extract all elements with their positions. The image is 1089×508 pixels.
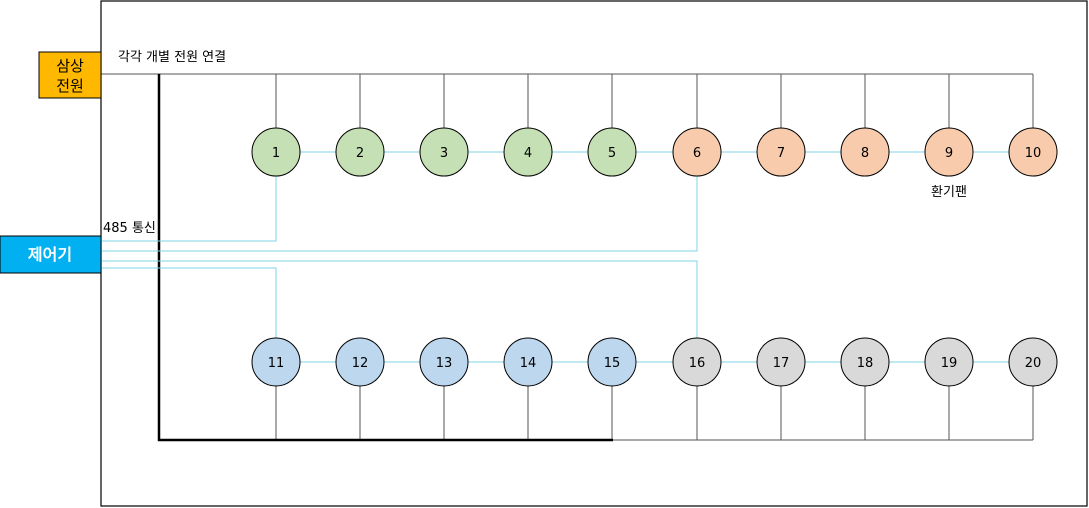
power-source-label-line2: 전원 bbox=[56, 77, 84, 95]
fan-node-1: 1 bbox=[251, 127, 301, 177]
fan-number: 1 bbox=[272, 146, 280, 161]
power-source-label-line1: 삼상 bbox=[56, 57, 84, 75]
fan-number: 11 bbox=[268, 356, 285, 371]
fan-node-2: 2 bbox=[335, 127, 385, 177]
fan-number: 2 bbox=[356, 146, 364, 161]
fan-number: 18 bbox=[857, 356, 874, 371]
fan-number: 5 bbox=[608, 146, 616, 161]
fan-circle bbox=[335, 337, 385, 387]
comm-trunk bbox=[101, 267, 277, 338]
fan-circle bbox=[587, 337, 637, 387]
fan-number: 15 bbox=[604, 356, 621, 371]
fan-circle bbox=[756, 127, 806, 177]
fan-circle bbox=[756, 337, 806, 387]
fan-number: 10 bbox=[1025, 146, 1042, 161]
fan-circle bbox=[1008, 337, 1058, 387]
fan-node-3: 3 bbox=[419, 127, 469, 177]
fan-number: 8 bbox=[861, 146, 869, 161]
fan-node-19: 19 bbox=[924, 337, 974, 387]
fan-number: 7 bbox=[777, 146, 785, 161]
fan-number: 20 bbox=[1025, 356, 1042, 371]
fan-circle bbox=[503, 127, 553, 177]
fan-node-17: 17 bbox=[756, 337, 806, 387]
comm-trunk bbox=[101, 260, 698, 338]
fan-node-20: 20 bbox=[1008, 337, 1058, 387]
fan-circle bbox=[1008, 127, 1058, 177]
comm-trunk bbox=[101, 176, 277, 242]
fan-node-16: 16 bbox=[672, 337, 722, 387]
fan-node-15: 15 bbox=[587, 337, 637, 387]
fan-node-9: 9 bbox=[924, 127, 974, 177]
fan-circle bbox=[419, 337, 469, 387]
fan-number: 14 bbox=[520, 356, 537, 371]
fan-number: 13 bbox=[436, 356, 453, 371]
fan-node-12: 12 bbox=[335, 337, 385, 387]
fan-number: 12 bbox=[352, 356, 369, 371]
fan-number: 16 bbox=[689, 356, 706, 371]
fan-node-10: 10 bbox=[1008, 127, 1058, 177]
fan-node-7: 7 bbox=[756, 127, 806, 177]
fan-circle bbox=[251, 337, 301, 387]
fan-circle bbox=[251, 127, 301, 177]
controller-label: 제어기 bbox=[28, 245, 72, 264]
fan-circle bbox=[840, 337, 890, 387]
fan-node-18: 18 bbox=[840, 337, 890, 387]
fan-circle bbox=[672, 127, 722, 177]
comm-trunk bbox=[101, 176, 698, 252]
fan-circle bbox=[924, 127, 974, 177]
fan-number: 4 bbox=[524, 146, 532, 161]
power-note: 각각 개별 전원 연결 bbox=[118, 50, 226, 65]
fan-number: 19 bbox=[941, 356, 958, 371]
fan-node-4: 4 bbox=[503, 127, 553, 177]
fan-number: 3 bbox=[440, 146, 448, 161]
fan-circle bbox=[419, 127, 469, 177]
fan-circle bbox=[840, 127, 890, 177]
power-bus bbox=[157, 74, 613, 442]
fan-circle bbox=[335, 127, 385, 177]
comm-wiring bbox=[101, 151, 1009, 363]
fan-circle bbox=[587, 127, 637, 177]
fan-node-13: 13 bbox=[419, 337, 469, 387]
fan-number: 9 bbox=[945, 146, 953, 161]
fan-circle bbox=[503, 337, 553, 387]
fan-node-11: 11 bbox=[251, 337, 301, 387]
fan-circle bbox=[672, 337, 722, 387]
power-source-box: 삼상 전원 bbox=[38, 51, 102, 99]
fan-node-5: 5 bbox=[587, 127, 637, 177]
fan-label: 환기팬 bbox=[931, 185, 967, 200]
fan-node-6: 6 bbox=[672, 127, 722, 177]
comm-note: 485 통신 bbox=[103, 221, 156, 236]
fan-number: 6 bbox=[693, 146, 701, 161]
fan-circle bbox=[924, 337, 974, 387]
fan-node-14: 14 bbox=[503, 337, 553, 387]
power-wiring bbox=[101, 73, 1034, 441]
fan-number: 17 bbox=[773, 356, 790, 371]
controller-box: 제어기 bbox=[0, 235, 102, 274]
fan-node-8: 8 bbox=[840, 127, 890, 177]
outer-frame bbox=[100, 0, 1088, 507]
